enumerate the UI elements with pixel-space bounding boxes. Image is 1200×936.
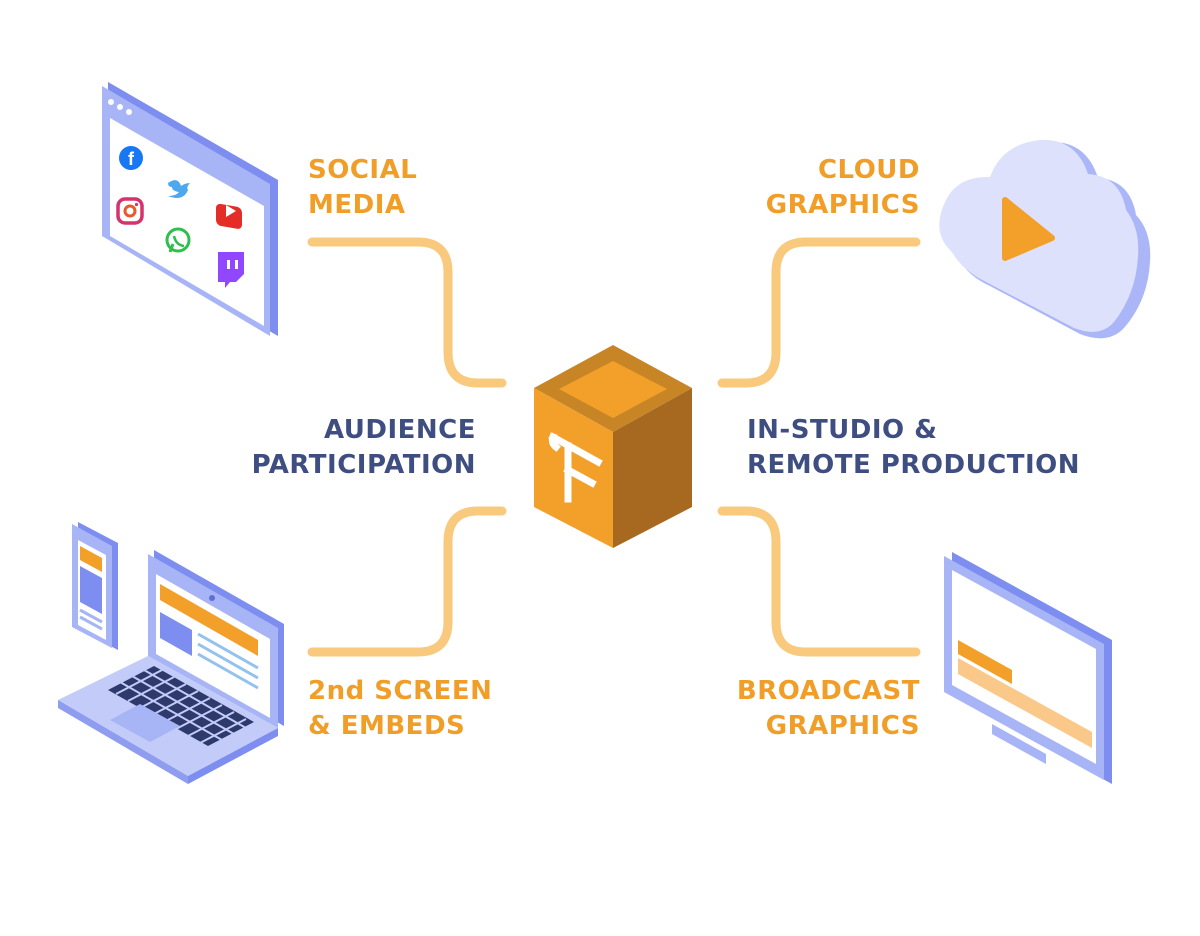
label-broadcast-line1: BROADCAST [736,676,920,706]
connector-social [307,237,507,388]
label-cloud-graphics: CLOUD GRAPHICS [766,153,920,223]
connector-broadcast [717,506,921,657]
instagram-icon [116,197,144,225]
monitor-icon [944,552,1112,784]
label-broadcast-line2: GRAPHICS [765,711,920,741]
label-broadcast-graphics: BROADCAST GRAPHICS [737,674,920,744]
label-in-studio-remote: IN-STUDIO & REMOTE PRODUCTION [747,413,1080,483]
label-social-media: SOCIAL MEDIA [308,153,417,223]
label-social-line1: SOCIAL [308,155,418,185]
play-icon [1002,197,1055,261]
label-second-screen-line1: 2nd SCREEN [308,676,493,706]
twitch-icon [218,252,244,288]
logo-f-icon [548,432,603,503]
label-audience-participation: AUDIENCE PARTICIPATION [252,413,476,483]
connector-second-screen [307,506,507,657]
phone-icon [72,522,118,650]
connectors [307,237,921,657]
label-second-screen-line2: & EMBEDS [308,711,466,741]
label-social-line2: MEDIA [308,190,406,220]
facebook-icon: f [119,146,143,170]
youtube-icon [216,203,242,229]
label-cloud-line2: GRAPHICS [765,190,920,220]
svg-text:f: f [128,149,135,169]
label-studio-line1: IN-STUDIO & [747,415,938,445]
label-cloud-line1: CLOUD [817,155,920,185]
label-audience-line1: AUDIENCE [323,415,476,445]
label-studio-line2: REMOTE PRODUCTION [747,450,1081,480]
browser-window: f [102,82,278,336]
hub-cube [534,345,692,548]
laptop-icon [58,550,284,784]
label-audience-line2: PARTICIPATION [251,450,476,480]
twitter-icon [168,180,190,198]
connector-cloud [717,237,921,388]
cloud-icon [939,139,1151,339]
label-second-screen: 2nd SCREEN & EMBEDS [308,674,492,744]
whatsapp-icon [165,227,191,253]
